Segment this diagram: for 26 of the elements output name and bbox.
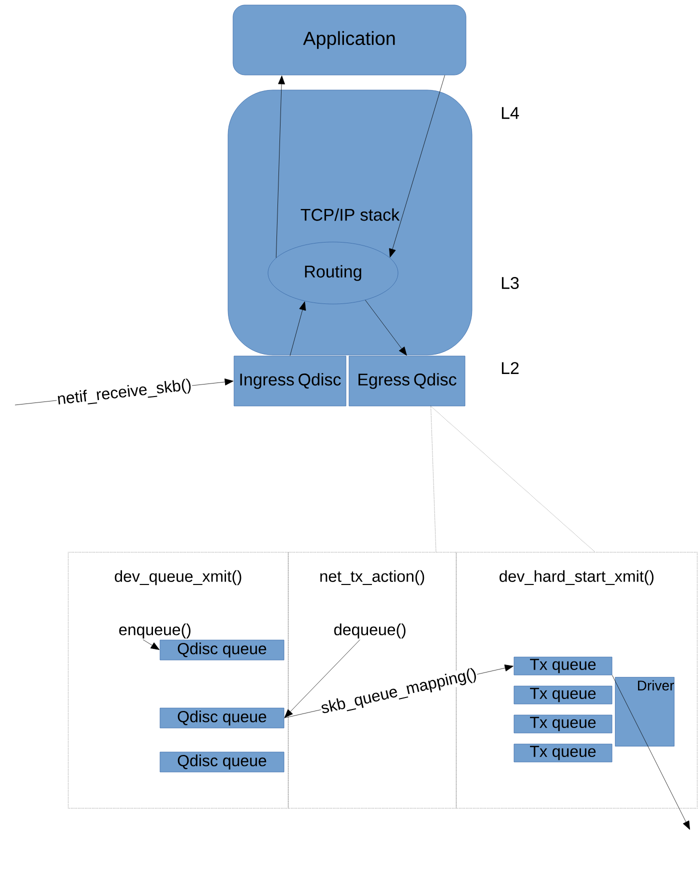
- queue-box: Tx queue: [514, 714, 612, 734]
- arrow: [389, 75, 445, 258]
- layer-label: L2: [502, 362, 519, 374]
- zoom-line: [430, 406, 436, 552]
- queue-box: Egress Qdisc: [348, 356, 466, 406]
- function-label: dequeue(): [334, 624, 406, 638]
- arrow: [142, 639, 160, 650]
- driver-box: Driver: [615, 677, 674, 746]
- arrow: [365, 300, 407, 356]
- edge-label: netif_receive_skb(): [56, 378, 193, 408]
- arrow: [276, 76, 285, 258]
- queue-box: Tx queue: [514, 744, 612, 762]
- queue-box: Qdisc queue: [160, 752, 284, 772]
- process-box: Application: [232, 4, 466, 76]
- queue-box: Qdisc queue: [160, 640, 284, 660]
- queue-box: Qdisc queue: [160, 708, 284, 728]
- arrow: [284, 639, 360, 718]
- arrow: [612, 675, 690, 830]
- queue-box: Tx queue: [514, 656, 612, 676]
- queue-box: Ingress Qdisc: [234, 356, 346, 406]
- arrow: [290, 301, 306, 356]
- queue-box: Tx queue: [514, 686, 612, 704]
- function-label: enqueue(): [119, 624, 190, 638]
- zoom-line: [430, 406, 596, 552]
- layer-label: L3: [502, 276, 519, 290]
- layer-label: L4: [502, 107, 519, 119]
